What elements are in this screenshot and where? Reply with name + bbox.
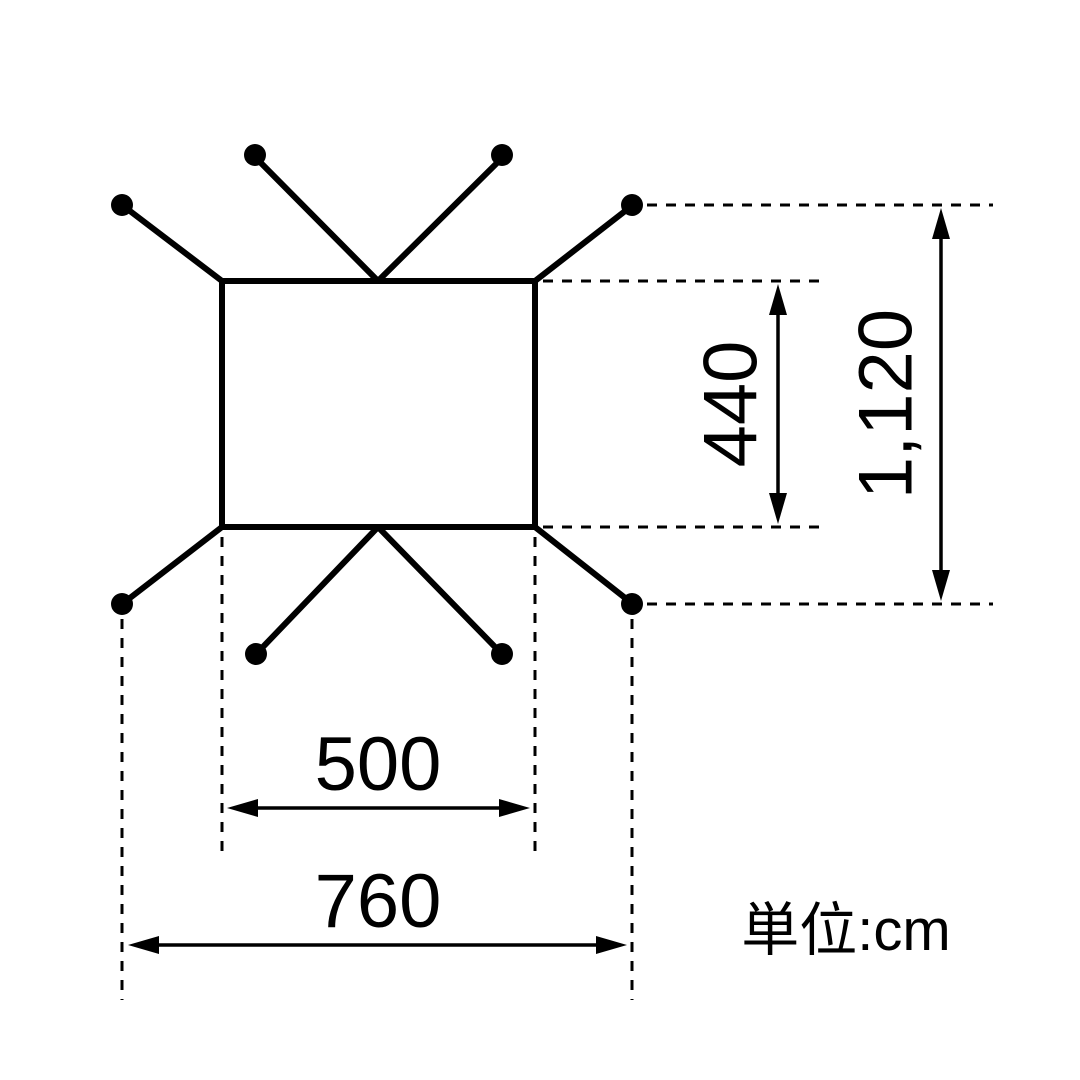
- stake-point: [621, 593, 643, 615]
- stake-point: [245, 643, 267, 665]
- guy-line-bottom-right-corner: [532, 524, 632, 604]
- guy-line-bottom-right-fan: [375, 524, 501, 653]
- arrowhead-up: [932, 208, 950, 239]
- extension-lines: [120, 203, 993, 1000]
- dimension-outer-height: 1,120: [844, 208, 950, 601]
- arrowhead-right: [596, 936, 627, 954]
- guy-line-bottom-left-fan: [257, 524, 381, 653]
- arrowhead-right: [499, 799, 530, 817]
- guy-line-top-left-fan: [255, 157, 381, 284]
- unit-label: 単位:cm: [741, 898, 950, 963]
- dimension-label-inner-height: 440: [689, 341, 774, 468]
- dimension-label-outer-height: 1,120: [844, 309, 929, 499]
- arrowhead-down: [932, 570, 950, 601]
- stake-point: [621, 194, 643, 216]
- guy-line-bottom-left-corner: [123, 524, 225, 604]
- guy-lines: [123, 157, 632, 653]
- guy-line-top-left-corner: [123, 205, 225, 284]
- guy-line-top-right-fan: [375, 157, 503, 284]
- guy-line-top-right-corner: [532, 205, 632, 284]
- tarp-outline: [219, 278, 538, 530]
- stake-point: [491, 643, 513, 665]
- dimension-inner-width: 500: [227, 722, 530, 817]
- arrowhead-left: [227, 799, 258, 817]
- stake-point: [244, 144, 266, 166]
- arrowhead-down: [769, 493, 787, 524]
- stake-point: [111, 593, 133, 615]
- stake-points: [111, 144, 643, 665]
- dimension-outer-width: 760: [128, 859, 627, 954]
- dimension-label-inner-width: 500: [315, 722, 442, 807]
- arrowhead-left: [128, 936, 159, 954]
- dimension-inner-height: 440: [689, 284, 787, 524]
- stake-point: [491, 144, 513, 166]
- stake-point: [111, 194, 133, 216]
- dimension-label-outer-width: 760: [315, 859, 442, 944]
- arrowhead-up: [769, 284, 787, 315]
